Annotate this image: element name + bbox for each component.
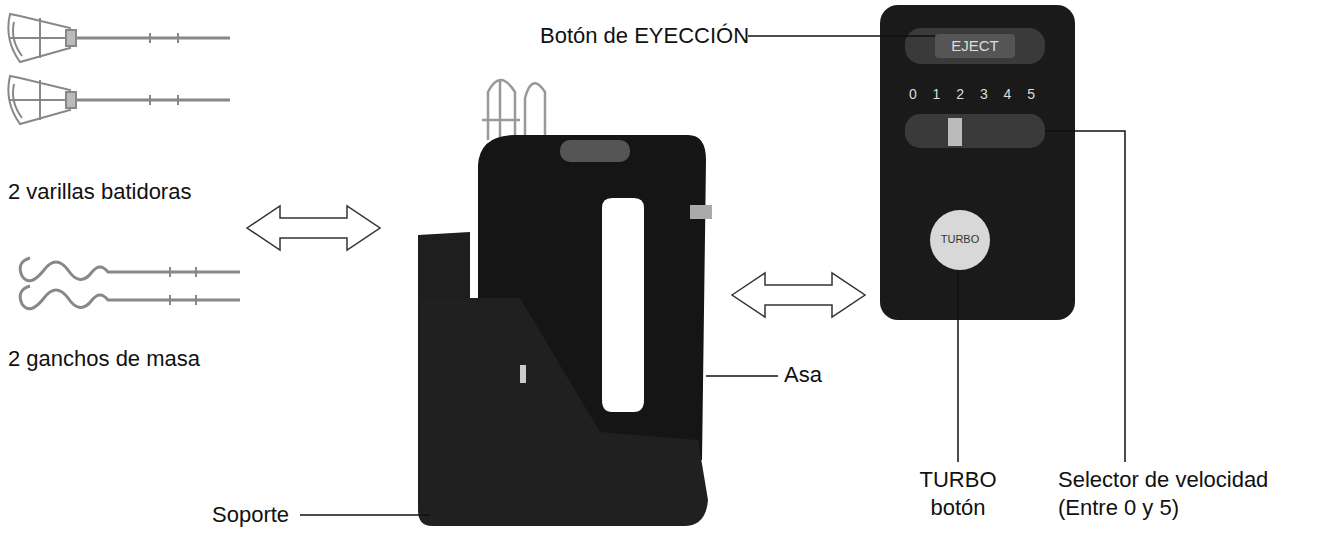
turbo-button bbox=[930, 210, 990, 270]
part-label: TURBO botón bbox=[914, 466, 1002, 521]
stand-front bbox=[418, 298, 708, 526]
button-print: TURBO bbox=[930, 233, 990, 246]
leader-lines bbox=[300, 36, 1125, 515]
speed-scale: 0 1 2 3 4 5 bbox=[905, 86, 1045, 103]
eject-button bbox=[690, 205, 712, 219]
button-print: EJECT bbox=[935, 37, 1015, 55]
part-label: 2 varillas batidoras bbox=[8, 178, 191, 206]
vent-grille bbox=[560, 140, 630, 162]
speed-slot bbox=[905, 114, 1045, 148]
eject-key bbox=[935, 34, 1015, 58]
whisk-beaters bbox=[8, 14, 230, 124]
part-label: Soporte bbox=[212, 501, 289, 529]
double-arrow bbox=[732, 273, 865, 317]
dough-hooks bbox=[20, 258, 240, 309]
part-label: Botón de EYECCIÓN bbox=[540, 22, 749, 50]
mounted-beaters bbox=[482, 80, 545, 140]
control-closeup bbox=[880, 5, 1075, 320]
double-arrow bbox=[247, 206, 380, 250]
speed-knob bbox=[948, 118, 962, 146]
eject-slot bbox=[905, 28, 1045, 64]
stand-back bbox=[418, 232, 470, 300]
part-label: Asa bbox=[784, 361, 822, 389]
part-label: 2 ganchos de masa bbox=[8, 345, 200, 373]
stand-mark bbox=[520, 365, 526, 383]
part-label: Selector de velocidad (Entre 0 y 5) bbox=[1058, 466, 1320, 521]
